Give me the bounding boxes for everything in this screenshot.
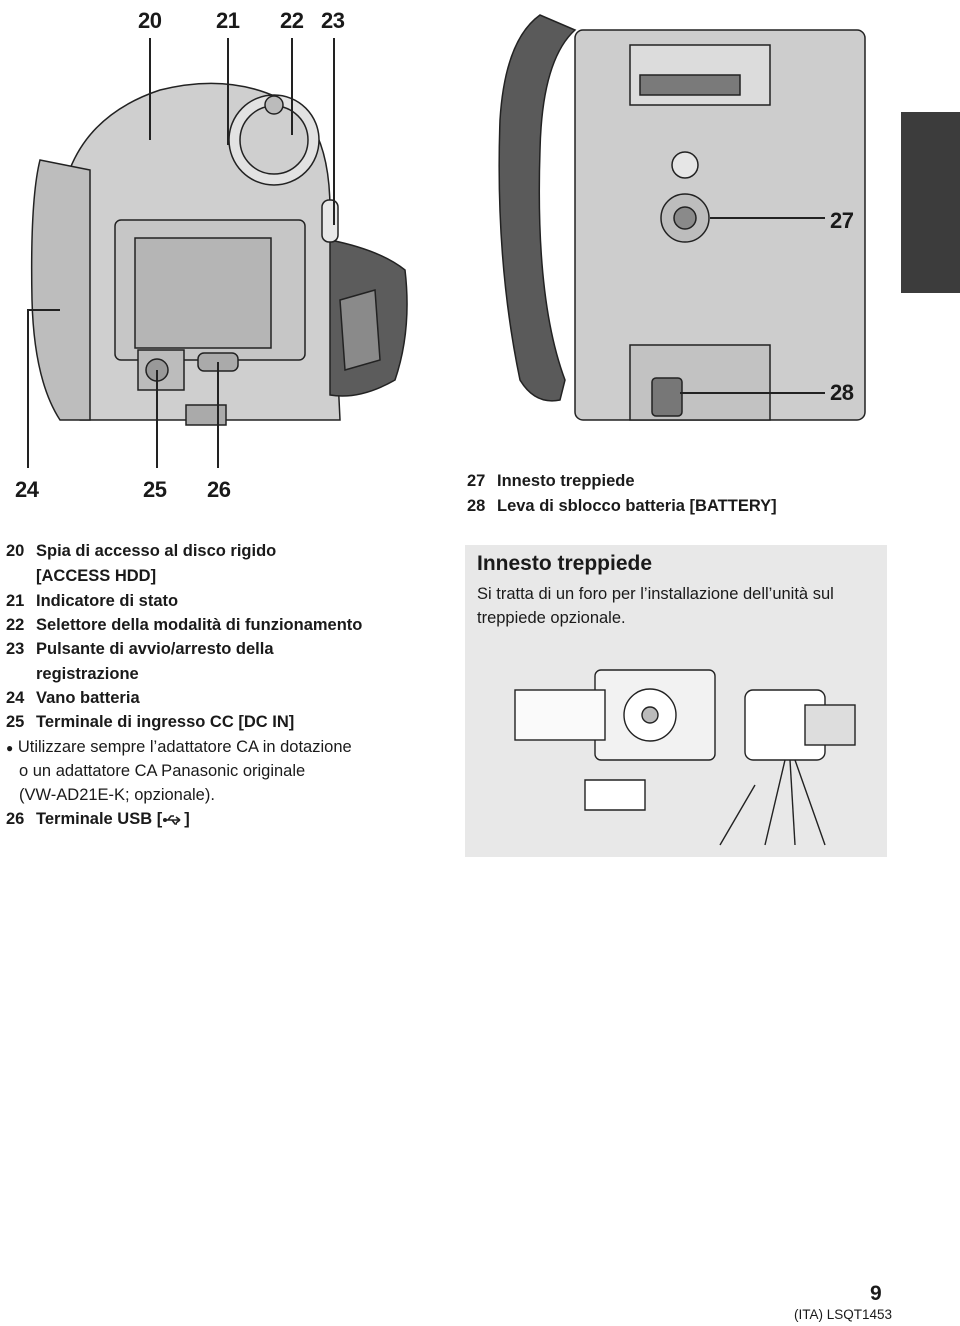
legend-item-23: 23 Pulsante di avvio/arresto della — [6, 640, 274, 659]
legend-text: Terminale di ingresso CC [DC IN] — [36, 713, 295, 731]
camera-side-view-drawing — [27, 38, 408, 468]
callout-26: 26 — [207, 477, 231, 502]
camera-bottom-view-drawing — [498, 14, 866, 421]
legend-text: Selettore della modalità di funzionament… — [36, 616, 363, 634]
legend-text: Spia di accesso al disco rigido — [36, 542, 277, 560]
side-tab-marker — [901, 112, 960, 293]
camera-side-view-figure — [0, 0, 460, 470]
legend-number: 24 — [6, 689, 25, 707]
legend-item-25: 25 Terminale di ingresso CC [DC IN] — [6, 713, 294, 732]
tripod-info-box: Innesto treppiede Si tratta di un foro p… — [465, 545, 887, 857]
callout-23: 23 — [321, 8, 345, 33]
legend-text: Indicatore di stato — [36, 592, 179, 610]
legend-item-26: 26 Terminale USB [] — [6, 810, 190, 829]
legend-text: Leva di sblocco batteria [BATTERY] — [497, 497, 777, 515]
tripod-box-description: Si tratta di un foro per l’installazione… — [477, 585, 834, 627]
legend-text: Innesto treppiede — [497, 472, 635, 490]
legend-number: 21 — [6, 592, 25, 610]
legend-item-21: 21 Indicatore di stato — [6, 592, 178, 611]
note-text: Utilizzare sempre l’adattatore CA in dot… — [17, 738, 352, 756]
legend-number: 27 — [467, 472, 486, 490]
document-code: (ITA) LSQT1453 — [794, 1307, 893, 1322]
legend-item-23-cont: registrazione — [36, 665, 139, 683]
legend-item-28: 28 Leva di sblocco batteria [BATTERY] — [467, 497, 777, 516]
legend-note: ● Utilizzare sempre l’adattatore CA in d… — [6, 738, 352, 757]
callout-28: 28 — [830, 380, 854, 405]
callout-24: 24 — [15, 477, 39, 502]
legend-note-cont: o un adattatore CA Panasonic originale — [19, 762, 306, 780]
legend-text: Vano batteria — [36, 689, 140, 707]
callout-21: 21 — [216, 8, 240, 33]
legend-item-27: 27 Innesto treppiede — [467, 472, 635, 491]
tripod-illustration — [514, 669, 856, 846]
callout-20: 20 — [138, 8, 162, 33]
usb-icon — [163, 814, 181, 825]
legend-text: Terminale USB [ — [36, 810, 163, 828]
legend-text: Pulsante di avvio/arresto della — [36, 640, 274, 658]
legend-number: 20 — [6, 542, 25, 560]
legend-text: ] — [184, 810, 190, 828]
legend-item-22: 22 Selettore della modalità di funzioname… — [6, 616, 362, 635]
legend-number: 28 — [467, 497, 486, 515]
legend-item-24: 24 Vano batteria — [6, 689, 140, 708]
bullet-icon: ● — [6, 741, 14, 755]
callout-27: 27 — [830, 208, 854, 233]
camera-bottom-view-figure — [480, 0, 900, 430]
tripod-box-title: Innesto treppiede — [477, 552, 653, 575]
page-number: 9 — [870, 1282, 882, 1305]
legend-number: 25 — [6, 713, 25, 731]
callout-22: 22 — [280, 8, 304, 33]
legend-number: 26 — [6, 810, 25, 828]
legend-item-20-cont: [ACCESS HDD] — [36, 567, 157, 585]
legend-note-cont: (VW-AD21E-K; opzionale). — [19, 786, 215, 804]
legend-number: 22 — [6, 616, 25, 634]
callout-25: 25 — [143, 477, 167, 502]
legend-number: 23 — [6, 640, 25, 658]
legend-item-20: 20 Spia di accesso al disco rigido — [6, 542, 276, 561]
